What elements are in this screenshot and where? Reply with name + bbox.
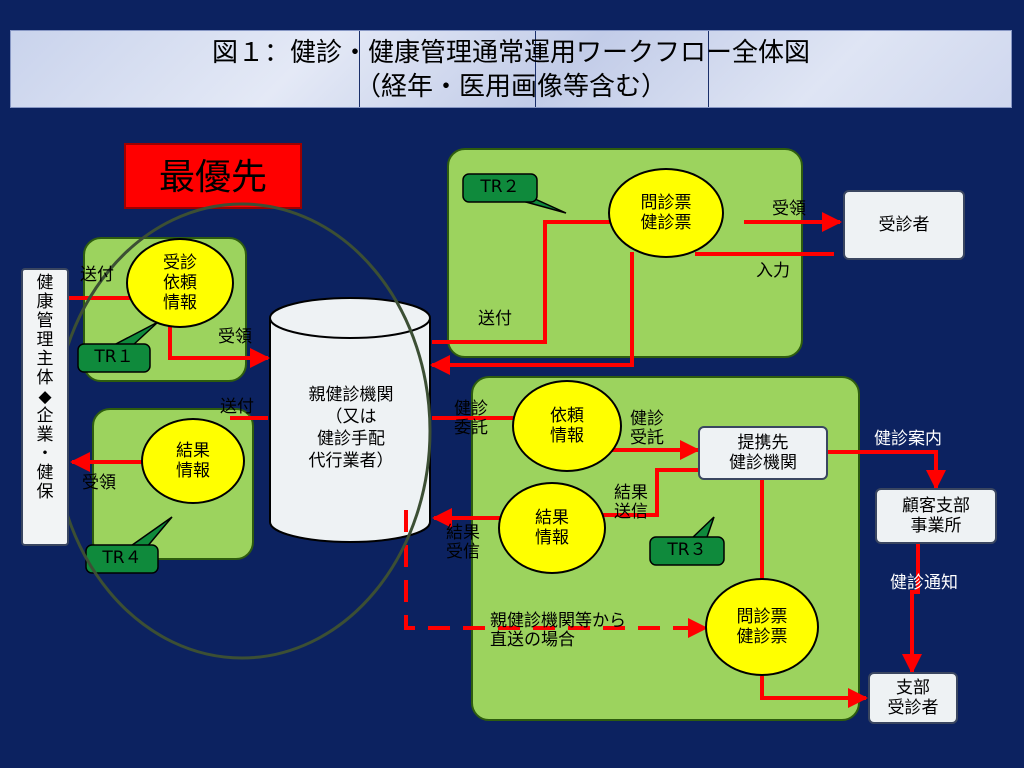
label-input-top: 入力 <box>756 261 790 281</box>
label-send-left: 送付 <box>80 265 114 285</box>
health-management-entity: 健康管理主体◆企業・健保 <box>21 268 69 546</box>
request-info-node-left: 受診 依頼 情報 <box>126 238 234 328</box>
priority-badge: 最優先 <box>124 143 302 209</box>
label-receive-top: 受領 <box>772 199 806 219</box>
entity-char: 理 <box>36 330 54 350</box>
tr1-tail <box>111 321 159 347</box>
arrow-receive-left <box>168 322 270 368</box>
arrow-send-top <box>432 220 612 344</box>
arrow-notice <box>902 542 922 674</box>
title-divider <box>535 31 536 107</box>
entity-char: 業 <box>36 425 54 445</box>
label-send-left2: 送付 <box>220 397 254 417</box>
request-info-node: 依頼 情報 <box>512 380 622 472</box>
label-direct: 親健診機関等から 直送の場合 <box>490 611 626 650</box>
title-banner: 図１：健診・健康管理通常運用ワークフロー全体図 （経年・医用画像等含む） <box>10 30 1012 108</box>
branch-examinee-box: 支部 受診者 <box>868 672 958 724</box>
tr1-box <box>77 343 151 373</box>
entity-char: 主 <box>36 349 54 369</box>
result-info-node: 結果 情報 <box>498 482 606 574</box>
partner-facility-box: 提携先 健診機関 <box>698 426 828 480</box>
tr3-box <box>649 536 725 566</box>
arrow-guide <box>828 450 946 490</box>
result-info-node-left: 結果 情報 <box>141 418 245 504</box>
entity-char: 保 <box>36 482 54 502</box>
examinee-box: 受診者 <box>843 190 965 260</box>
label-result-receive: 結果 受信 <box>446 523 480 562</box>
tag-tr2: TR２ <box>480 177 520 197</box>
title-divider <box>359 31 360 107</box>
arrow-to-branch-examinee <box>760 676 868 708</box>
tag-tr4: TR４ <box>102 548 142 568</box>
label-receive-left: 受領 <box>218 327 252 347</box>
label-notice: 健診通知 <box>890 573 958 593</box>
entity-char: 企 <box>36 406 54 426</box>
tr2-box <box>462 173 538 203</box>
tag-tr3: TR３ <box>667 540 707 560</box>
page-subtitle: （経年・医用画像等含む） <box>354 72 667 102</box>
questionnaire-node-top: 問診票 健診票 <box>608 168 724 258</box>
entity-char: ◆ <box>38 387 52 407</box>
page-title: 図１：健診・健康管理通常運用ワークフロー全体図 <box>211 38 810 68</box>
arrow-top-return <box>430 252 634 375</box>
tag-tr1: TR１ <box>94 347 134 367</box>
label-entrust: 健診 委託 <box>454 399 488 438</box>
questionnaire-node-bottom: 問診票 健診票 <box>705 578 819 676</box>
label-accept: 健診 受託 <box>630 409 664 448</box>
label-send-top: 送付 <box>478 309 512 329</box>
entity-char: 健 <box>36 463 54 483</box>
entity-char: 管 <box>36 311 54 331</box>
branch-office-box: 顧客支部 事業所 <box>875 488 997 544</box>
entity-char: 康 <box>36 292 54 312</box>
entity-char: ・ <box>36 444 54 464</box>
entity-char: 健 <box>36 273 54 293</box>
label-receive-left2: 受領 <box>82 473 116 493</box>
label-guide: 健診案内 <box>874 429 942 449</box>
arrow-result-send <box>596 468 698 517</box>
arrow-direct-dashed <box>404 510 708 638</box>
tr4-tail <box>125 516 173 549</box>
label-result-send: 結果 送信 <box>614 483 648 522</box>
title-divider <box>708 31 709 107</box>
parent-facility-label: 親健診機関 （又は 健診手配 代行業者） <box>308 385 394 471</box>
entity-char: 体 <box>36 368 54 388</box>
parent-facility-cylinder <box>269 297 431 543</box>
